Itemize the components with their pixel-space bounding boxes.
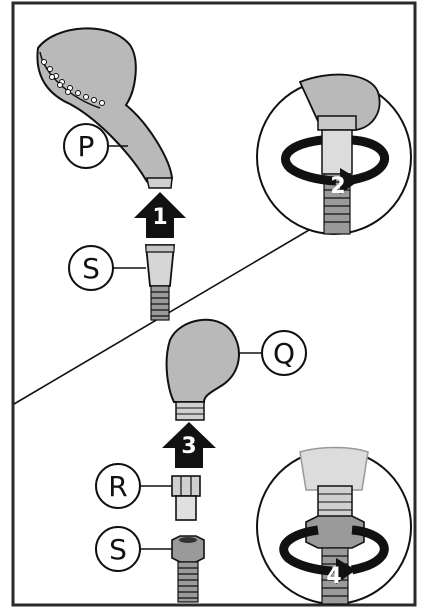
label-holder: Q [273, 337, 295, 370]
step-3-number: 3 [181, 434, 196, 459]
arrow-up-icon [134, 192, 186, 238]
rotate-arrow-icon [281, 135, 390, 194]
label-hose-bottom: S [109, 533, 127, 566]
section-divider [13, 219, 327, 405]
label-hose-top: S [82, 252, 100, 285]
arrow-up-icon [162, 422, 216, 468]
shower-hose-bottom [171, 535, 205, 603]
label-adapter: R [108, 470, 127, 503]
step-4-number: 4 [326, 564, 341, 589]
step-1-number: 1 [152, 205, 167, 230]
step-2-number: 2 [330, 174, 345, 199]
rotate-arrow-icon [279, 525, 389, 584]
detail-tighten-handset: 2 [256, 73, 412, 235]
wall-holder [165, 318, 240, 421]
spray-nozzles-icon [41, 59, 105, 106]
label-handset: P [78, 130, 95, 163]
shower-hose-top [145, 244, 175, 321]
shower-handset [36, 27, 174, 189]
threaded-adapter [171, 475, 201, 521]
detail-tighten-holder: 4 [256, 446, 412, 605]
